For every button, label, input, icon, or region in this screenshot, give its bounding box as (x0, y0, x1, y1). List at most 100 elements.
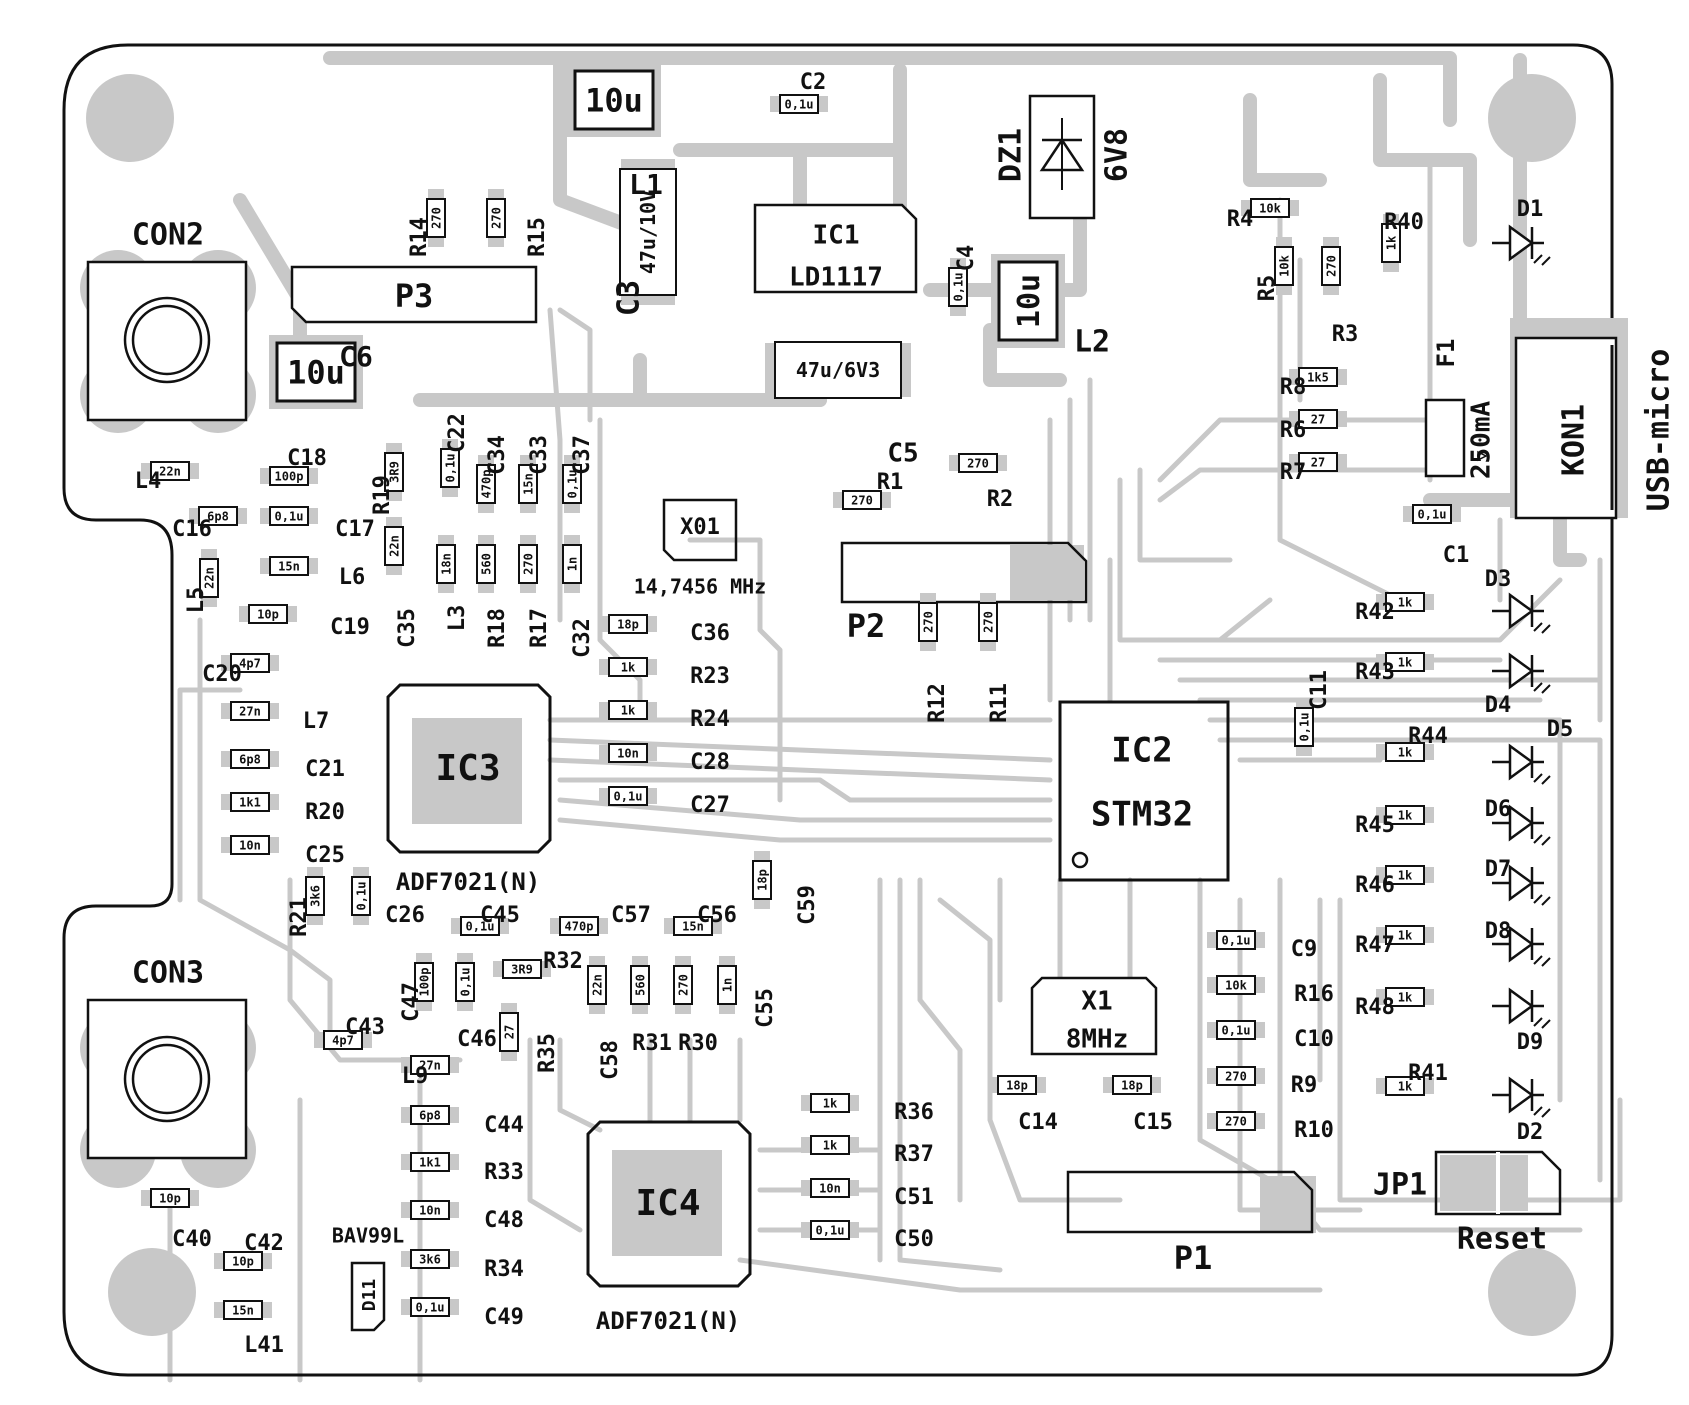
silkscreen-label: C10 (1294, 1027, 1334, 1052)
silkscreen-label: R31 (632, 1031, 672, 1056)
component-value-63: 3R9 (493, 959, 551, 979)
component-value-28: 10p (239, 604, 297, 624)
component-value-text: 10k (1277, 254, 1291, 276)
component-value-23: 0,1u (562, 455, 582, 513)
header-p3[interactable] (290, 265, 538, 324)
silkscreen-label: C45 (480, 903, 520, 928)
component-value-17: 22n (141, 461, 199, 481)
silkscreen-label: R21 (287, 897, 312, 937)
led-icon (1492, 592, 1551, 634)
silkscreen-label: R48 (1355, 995, 1395, 1020)
header-p1[interactable] (1066, 1170, 1316, 1234)
silkscreen-label: R10 (1294, 1118, 1334, 1143)
component-value-text: 1k1 (239, 795, 261, 809)
component-value-19: 3R9 (384, 443, 404, 501)
silkscreen-label: L6 (339, 565, 366, 590)
component-value-text: 1k (621, 660, 636, 674)
component-value-3: 270 (486, 189, 506, 247)
silkscreen-label: C33 (527, 435, 552, 475)
component-value-text: 560 (633, 974, 647, 996)
component-value-text: 270 (921, 611, 935, 633)
silkscreen-label: P1 (1174, 1239, 1213, 1277)
component-value-27: 22n (199, 549, 219, 607)
silkscreen-label: C56 (697, 903, 737, 928)
silkscreen-label: C2 (800, 70, 827, 95)
component-value-text: 270 (676, 974, 690, 996)
silkscreen-label: DZ1 (994, 128, 1029, 182)
component-value-6: 10u (991, 254, 1065, 348)
header-p2[interactable] (840, 541, 1088, 604)
silkscreen-label: IC3 (435, 748, 500, 789)
component-value-31: 560 (476, 535, 496, 593)
component-value-text: 18p (1121, 1078, 1143, 1092)
component-value-text: 1n (565, 557, 579, 571)
component-value-14: 27 (1289, 409, 1347, 429)
component-value-text: 1k (1398, 808, 1413, 822)
silkscreen-label: C49 (484, 1305, 524, 1330)
component-value-text: 0,1u (565, 470, 579, 499)
component-value-text: 10n (617, 746, 639, 760)
component-value-62: 18p (752, 851, 772, 909)
component-value-text: 3k6 (419, 1252, 441, 1266)
component-value-84: 0,1u (801, 1220, 859, 1240)
led-icon (1492, 925, 1551, 967)
component-value-text: 1k5 (1307, 370, 1329, 384)
component-value-text: 1n (720, 978, 734, 992)
silkscreen-label: R3 (1332, 322, 1359, 347)
silkscreen-label: R15 (525, 217, 550, 257)
connector-con2[interactable] (80, 250, 256, 433)
component-value-90: 270 (1207, 1066, 1265, 1086)
component-value-67: 27 (499, 1003, 519, 1061)
led-icon (1492, 1076, 1551, 1118)
silkscreen-label: 14,7456 MHz (634, 575, 766, 599)
component-value-58: 0,1u (351, 867, 371, 925)
silkscreen-label: R2 (987, 487, 1014, 512)
component-value-text: 27n (239, 704, 261, 718)
silkscreen-label: D6 (1485, 797, 1512, 822)
silkscreen-label: Reset (1457, 1222, 1547, 1257)
silkscreen-label: C5 (887, 439, 918, 469)
silkscreen-label: R7 (1280, 460, 1307, 485)
component-value-37: 10n (599, 743, 657, 763)
led-indicators (1492, 224, 1551, 1118)
silkscreen-label: X1 (1081, 987, 1112, 1017)
silkscreen-label: R34 (484, 1257, 524, 1282)
silkscreen-label: C21 (305, 757, 345, 782)
silkscreen-label: L3 (445, 605, 470, 632)
component-value-text: 270 (1324, 255, 1338, 277)
component-value-text: 22n (590, 974, 604, 996)
component-value-88: 10k (1207, 975, 1265, 995)
connector-con3[interactable] (80, 998, 256, 1188)
silkscreen-label: C51 (894, 1185, 934, 1210)
component-value-text: 15n (232, 1303, 254, 1317)
component-value-38: 0,1u (599, 786, 657, 806)
component-value-41: 6p8 (221, 749, 279, 769)
silkscreen-label: R42 (1355, 600, 1395, 625)
component-value-text: 0,1u (1297, 713, 1311, 742)
component-value-65: 0,1u (455, 953, 475, 1011)
component-value-text: 0,1u (785, 97, 814, 111)
component-value-text: 10n (419, 1203, 441, 1217)
component-value-22: 15n (518, 455, 538, 513)
component-value-text: 27n (419, 1058, 441, 1072)
silkscreen-label: C42 (244, 1231, 284, 1256)
component-value-text: 1k (1398, 655, 1413, 669)
component-value-text: 6p8 (239, 752, 261, 766)
silkscreen-label: C28 (690, 750, 730, 775)
silkscreen-label: R20 (305, 800, 345, 825)
component-value-7: 10u (269, 335, 363, 409)
usb-micro-connector-kon1[interactable] (1510, 318, 1628, 520)
silkscreen-label: F1 (1432, 339, 1460, 368)
component-value-29: 22n (384, 517, 404, 575)
silkscreen-label: C57 (611, 903, 651, 928)
component-value-76: 3k6 (401, 1249, 459, 1269)
jumper-jp1[interactable] (1434, 1150, 1562, 1216)
component-value-text: 10n (239, 838, 261, 852)
silkscreen-label: IC4 (635, 1183, 700, 1224)
component-value-50: 1k (1376, 652, 1434, 672)
component-value-2: 270 (426, 189, 446, 247)
silkscreen-label: R47 (1355, 933, 1395, 958)
silkscreen-label: C34 (485, 435, 510, 475)
silkscreen-label: R1 (877, 470, 904, 495)
